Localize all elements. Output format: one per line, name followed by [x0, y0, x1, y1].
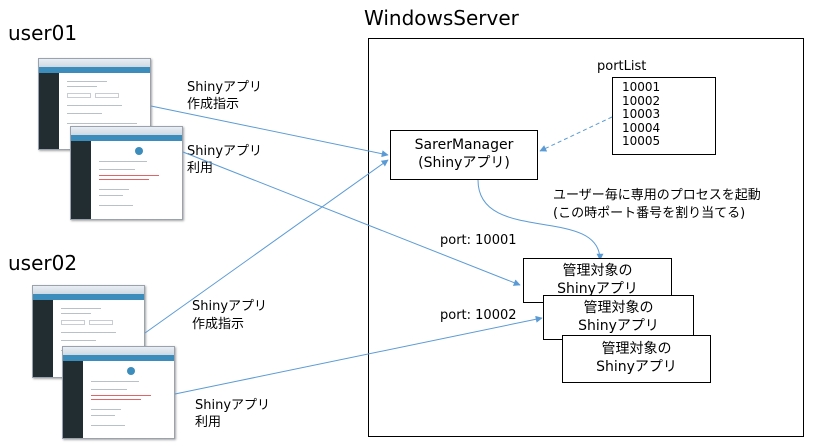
port-item: 10004 [622, 120, 661, 135]
windows-server-title: WindowsServer [364, 6, 519, 30]
port-item: 10001 [622, 80, 661, 94]
server-manager-subtitle: (Shinyアプリ) [418, 155, 510, 171]
managed-app-box-2: 管理対象の Shinyアプリ [543, 295, 694, 340]
user02-use-label-line1: Shinyアプリ [195, 398, 271, 413]
user02-instruct-label-line2: 作成指示 [192, 317, 245, 332]
managed-app-label: 管理対象の [562, 263, 633, 279]
server-manager-name: SarerManager [414, 137, 514, 153]
managed-app-label: Shinyアプリ [596, 359, 677, 375]
user01-instruct-label-line1: Shinyアプリ [187, 80, 263, 95]
spawn-process-arrow [477, 179, 604, 261]
port-label-10002: port: 10002 [440, 308, 517, 323]
user01-label: user01 [8, 21, 78, 45]
port-label-10001: port: 10001 [440, 233, 517, 248]
user01-use-label-line2: 利用 [187, 161, 214, 176]
portlist-box: 10001 10002 10003 10004 10005 [612, 77, 716, 155]
managed-app-label: 管理対象の [601, 341, 672, 357]
spawn-note-line2: (この時ポート番号を割り当てる) [553, 206, 746, 221]
user01-use-arrow [182, 151, 521, 286]
user02-use-arrow [174, 315, 543, 395]
port-item: 10003 [622, 107, 661, 121]
port-item: 10005 [622, 134, 661, 148]
managed-app-label: Shinyアプリ [578, 318, 659, 334]
spawn-note-line1: ユーザー毎に専用のプロセスを起動 [553, 188, 761, 203]
user01-app-screenshot [70, 126, 183, 220]
user02-instruct-label-line1: Shinyアプリ [192, 299, 268, 314]
user01-use-label-line1: Shinyアプリ [187, 144, 263, 159]
server-manager-box: SarerManager (Shinyアプリ) [390, 130, 538, 180]
portlist-lookup-arrow [539, 116, 613, 152]
user02-app-screenshot [62, 346, 175, 439]
user02-label: user02 [8, 251, 78, 275]
user01-instruct-label-line2: 作成指示 [187, 97, 240, 112]
managed-app-box-3: 管理対象の Shinyアプリ [562, 335, 711, 383]
managed-app-label: 管理対象の [583, 300, 654, 316]
port-item: 10002 [622, 93, 661, 108]
managed-app-label: Shinyアプリ [557, 281, 638, 297]
user01-instruct-arrow [150, 105, 389, 158]
user02-instruct-arrow [144, 159, 389, 334]
user02-use-label-line2: 利用 [195, 415, 222, 430]
portlist-title: portList [597, 59, 647, 74]
